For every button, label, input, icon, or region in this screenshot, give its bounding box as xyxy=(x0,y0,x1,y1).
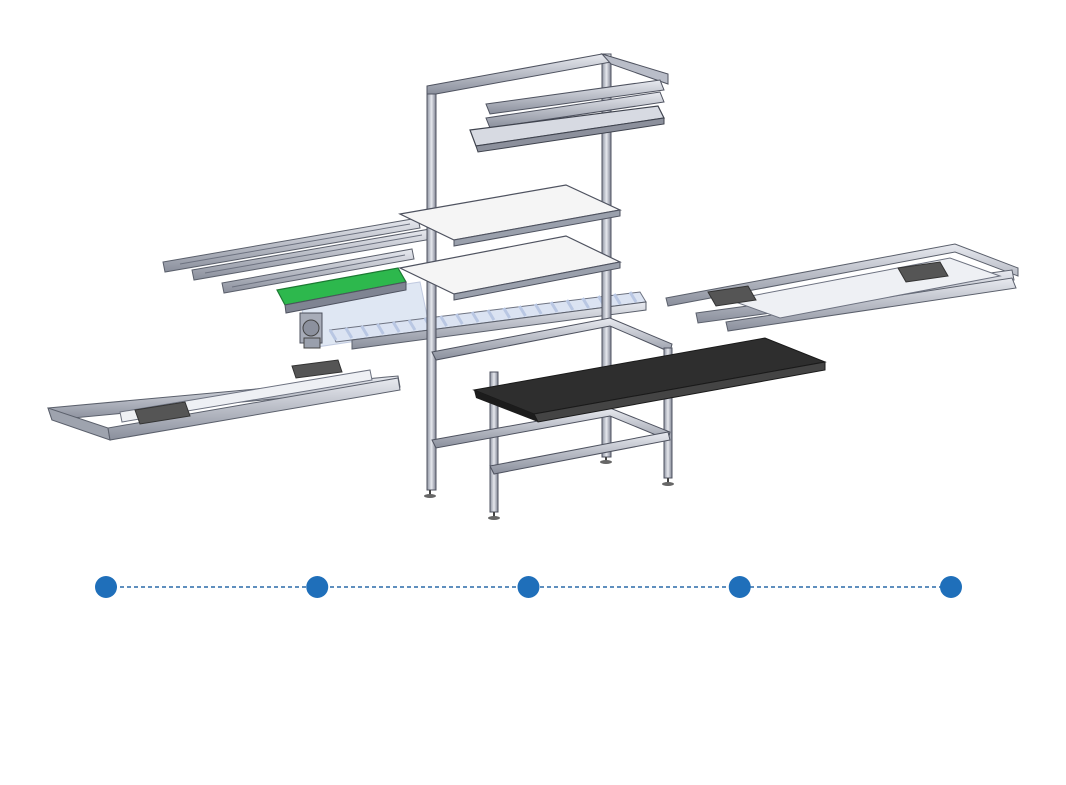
roller xyxy=(391,321,401,333)
shelves xyxy=(398,184,622,301)
left-slide-pad-2 xyxy=(291,359,343,379)
timeline-point-4 xyxy=(728,576,751,598)
roller xyxy=(565,299,575,311)
timeline xyxy=(95,576,962,598)
top-side-beam xyxy=(600,53,669,85)
roller xyxy=(549,301,559,313)
roller-front-rail xyxy=(351,301,647,350)
roller xyxy=(328,329,338,341)
timeline-point-1 xyxy=(95,576,117,598)
roller-conveyor xyxy=(328,291,647,350)
top-cross-beam xyxy=(426,53,612,95)
left-slide-pad-1 xyxy=(134,401,191,425)
left-rail-set xyxy=(162,217,433,294)
black-work-surface xyxy=(472,337,827,423)
roller xyxy=(376,323,385,335)
roller xyxy=(628,291,638,303)
timeline-point-5 xyxy=(940,576,962,598)
left-upright-post xyxy=(426,87,437,491)
table-frame xyxy=(431,317,674,520)
roller xyxy=(518,305,527,317)
drive-motor xyxy=(299,312,323,349)
roller xyxy=(470,311,480,323)
right-slide-pad-2 xyxy=(897,261,949,283)
roller xyxy=(612,293,622,305)
top-frame-light-bar xyxy=(469,79,665,153)
roller xyxy=(360,325,369,337)
right-slide-pad-1 xyxy=(707,285,757,307)
timeline-point-3 xyxy=(517,576,540,598)
belt-side xyxy=(284,281,407,314)
roller xyxy=(486,309,496,321)
left-lower-slide-frame xyxy=(47,359,401,441)
roller xyxy=(581,297,590,309)
rollers xyxy=(328,291,638,341)
right-slide-frame xyxy=(665,243,1019,332)
roller xyxy=(407,319,417,331)
timeline-point-2 xyxy=(306,576,329,598)
roller xyxy=(533,303,543,315)
roller xyxy=(439,315,448,327)
roller xyxy=(344,327,354,339)
roller xyxy=(455,313,464,325)
roller xyxy=(502,307,511,319)
